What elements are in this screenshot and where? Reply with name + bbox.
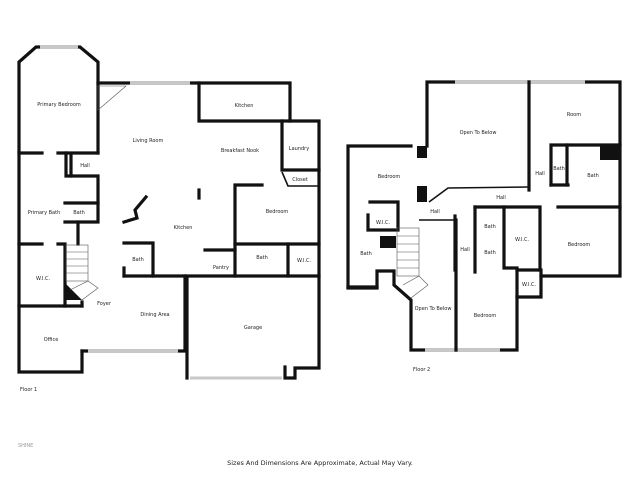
floor-1-label: Floor 1: [20, 387, 37, 393]
floor-1-walls: [17, 45, 321, 380]
room-label-bath-a: Bath: [553, 166, 565, 172]
room-label-bedroom-bottom: Bedroom: [474, 313, 497, 319]
room-label-kitchen-top: Kitchen: [235, 103, 254, 109]
room-label-living-room: Living Room: [133, 138, 164, 144]
floor-2-labels: Open To Below Room Bedroom Hall Bath Bat…: [360, 112, 599, 373]
room-label-bedroom: Bedroom: [266, 209, 289, 215]
room-label-pantry: Pantry: [213, 265, 229, 271]
room-label-office: Office: [44, 337, 59, 343]
room-label-closet: Closet: [292, 177, 308, 183]
room-label-wic-center: W.I.C.: [515, 237, 530, 243]
floor-2-walls: [346, 80, 622, 352]
room-label-hall-left: Hall: [430, 209, 440, 215]
room-label-bath-d: Bath: [484, 250, 496, 256]
room-label-open-to-below-bottom: Open To Below: [415, 306, 452, 312]
room-label-wic-right: W.I.C.: [297, 258, 312, 264]
room-label-bath-c: Bath: [484, 224, 496, 230]
room-label-wic-left: W.I.C.: [36, 276, 51, 282]
room-label-dining-area: Dining Area: [140, 312, 169, 318]
room-label-bath-b: Bath: [587, 173, 599, 179]
room-label-bath-center: Bath: [132, 257, 144, 263]
room-label-room: Room: [567, 112, 581, 118]
room-label-bath-right: Bath: [256, 255, 268, 261]
shine-logo: SHINE: [18, 443, 34, 449]
room-label-hall-right: Hall: [535, 171, 545, 177]
room-label-hall-stair: Hall: [460, 247, 470, 253]
room-label-bath-left: Bath: [360, 251, 372, 257]
room-label-hall: Hall: [80, 163, 90, 169]
room-label-bath-small: Bath: [73, 210, 85, 216]
room-label-bedroom-right: Bedroom: [568, 242, 591, 248]
room-label-wic-small: W.I.C.: [522, 282, 537, 288]
floor-2-label: Floor 2: [413, 367, 430, 373]
room-label-bedroom-left: Bedroom: [378, 174, 401, 180]
room-label-foyer: Foyer: [97, 301, 112, 307]
room-label-breakfast-nook: Breakfast Nook: [221, 148, 259, 154]
room-label-open-to-below-top: Open To Below: [460, 130, 497, 136]
room-label-primary-bath: Primary Bath: [28, 210, 61, 216]
disclaimer-text: Sizes And Dimensions Are Approximate, Ac…: [227, 459, 413, 467]
room-label-laundry: Laundry: [289, 146, 309, 152]
room-label-garage: Garage: [244, 325, 262, 331]
room-label-kitchen: Kitchen: [174, 225, 193, 231]
floor-1-labels: Primary Bedroom Living Room Kitchen Brea…: [20, 102, 311, 393]
room-label-primary-bedroom: Primary Bedroom: [37, 102, 81, 108]
room-label-wic-left: W.I.C.: [376, 220, 391, 226]
room-label-hall-center: Hall: [496, 195, 506, 201]
